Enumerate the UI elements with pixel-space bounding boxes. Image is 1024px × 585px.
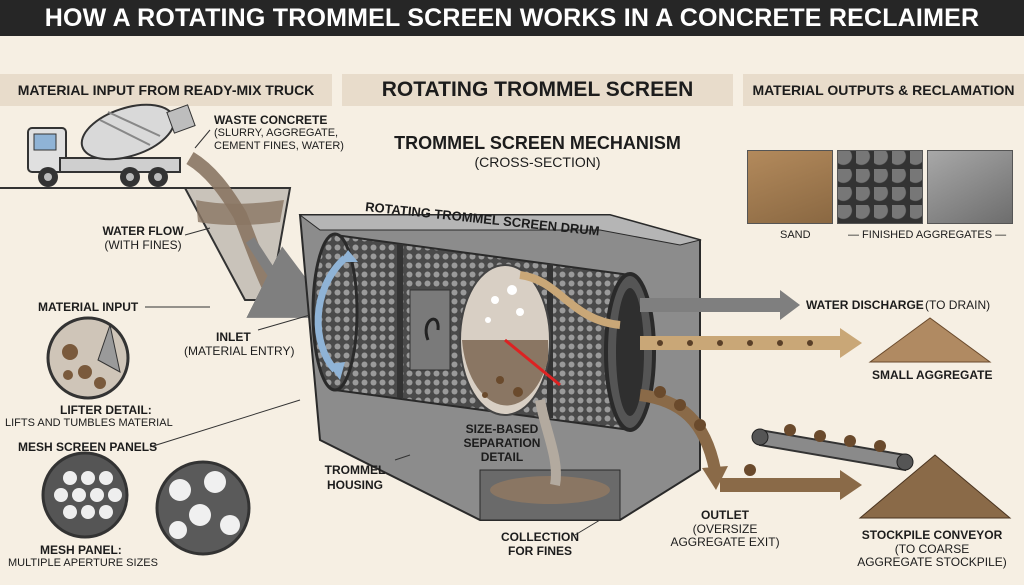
- aggregate-photo-1: [837, 150, 923, 224]
- fines-stream: [535, 399, 561, 486]
- panel-header-outputs: MATERIAL OUTPUTS & RECLAMATION: [743, 74, 1024, 106]
- leader-water-flow: [184, 227, 211, 236]
- mesh-panel-detail: MULTIPLE APERTURE SIZES: [8, 557, 158, 569]
- aggregate-photo-2: [927, 150, 1013, 224]
- mesh-panel-title: MESH PANEL:: [40, 543, 122, 557]
- mesh-panel-icon: [41, 451, 129, 539]
- stockpile-detail-1: (TO COARSE: [894, 542, 970, 556]
- leader-waste: [194, 129, 211, 149]
- separation-disc: [459, 264, 621, 416]
- leader-housing: [394, 454, 411, 461]
- rotation-arrow: [314, 255, 348, 373]
- finished-aggregates-label: — FINISHED AGGREGATES —: [848, 229, 1007, 241]
- waste-concrete-title: WASTE CONCRETE: [214, 113, 328, 127]
- size-separation-1: SIZE-BASED: [465, 422, 539, 436]
- panel-header-input: MATERIAL INPUT FROM READY-MIX TRUCK: [0, 74, 332, 106]
- panel-header-trommel: ROTATING TROMMEL SCREEN: [342, 74, 733, 106]
- trommel-housing-label-2: HOUSING: [326, 478, 383, 492]
- lifter-detail-icon: [46, 316, 130, 400]
- stockpile-detail-2: AGGREGATE STOCKPILE): [857, 555, 1007, 569]
- sand-photo: [747, 150, 833, 224]
- leader-collection: [574, 519, 601, 536]
- water-discharge-arrow: [640, 290, 800, 320]
- water-flow-title: WATER FLOW: [102, 224, 184, 238]
- small-aggregate-arrow: [640, 328, 862, 358]
- sand-label: SAND: [780, 229, 811, 241]
- mechanism-title: TROMMEL SCREEN MECHANISM: [394, 133, 681, 153]
- oversize-aggregate-arrow: [639, 386, 862, 500]
- conveyor-icon: [751, 424, 914, 472]
- mesh-zoom-icon: [155, 460, 251, 556]
- coarse-stockpile: [858, 454, 1012, 519]
- small-aggregate-label: SMALL AGGREGATE: [872, 368, 993, 382]
- mesh-panels-label: MESH SCREEN PANELS: [18, 440, 158, 454]
- outlet-detail-1: (OVERSIZE: [692, 522, 758, 536]
- lifter-detail: LIFTS AND TUMBLES MATERIAL: [5, 417, 173, 429]
- water-flow-arrow: [245, 237, 336, 318]
- water-discharge-title: WATER DISCHARGE: [806, 298, 924, 312]
- collection-label-1: COLLECTION: [501, 530, 579, 544]
- small-aggregate-pile: [868, 317, 992, 363]
- lifter-title: LIFTER DETAIL:: [60, 403, 152, 417]
- page-title: HOW A ROTATING TROMMEL SCREEN WORKS IN A…: [0, 0, 1024, 36]
- mechanism-subtitle: (CROSS-SECTION): [474, 154, 601, 170]
- trommel-housing-label-1: TROMMEL: [324, 463, 386, 477]
- inlet-detail: (MATERIAL ENTRY): [184, 344, 295, 358]
- inlet-title: INLET: [216, 330, 251, 344]
- size-separation-3: DETAIL: [480, 450, 524, 464]
- size-separation-2: SEPARATION: [463, 436, 541, 450]
- leader-mesh-panels: [149, 399, 301, 448]
- outlet-title: OUTLET: [701, 508, 749, 522]
- collection-label-2: FOR FINES: [507, 544, 572, 558]
- material-input-label: MATERIAL INPUT: [38, 300, 139, 314]
- mixer-truck-icon: [27, 103, 196, 187]
- outlet-detail-2: AGGREGATE EXIT): [670, 535, 780, 549]
- water-flow-detail: (WITH FINES): [104, 238, 182, 252]
- waste-concrete-detail-2: CEMENT FINES, WATER): [214, 140, 344, 152]
- stockpile-title: STOCKPILE CONVEYOR: [861, 528, 1003, 542]
- water-discharge-detail: (TO DRAIN): [925, 298, 991, 312]
- waste-concrete-detail-1: (SLURRY, AGGREGATE,: [214, 127, 339, 139]
- leader-inlet: [257, 314, 311, 331]
